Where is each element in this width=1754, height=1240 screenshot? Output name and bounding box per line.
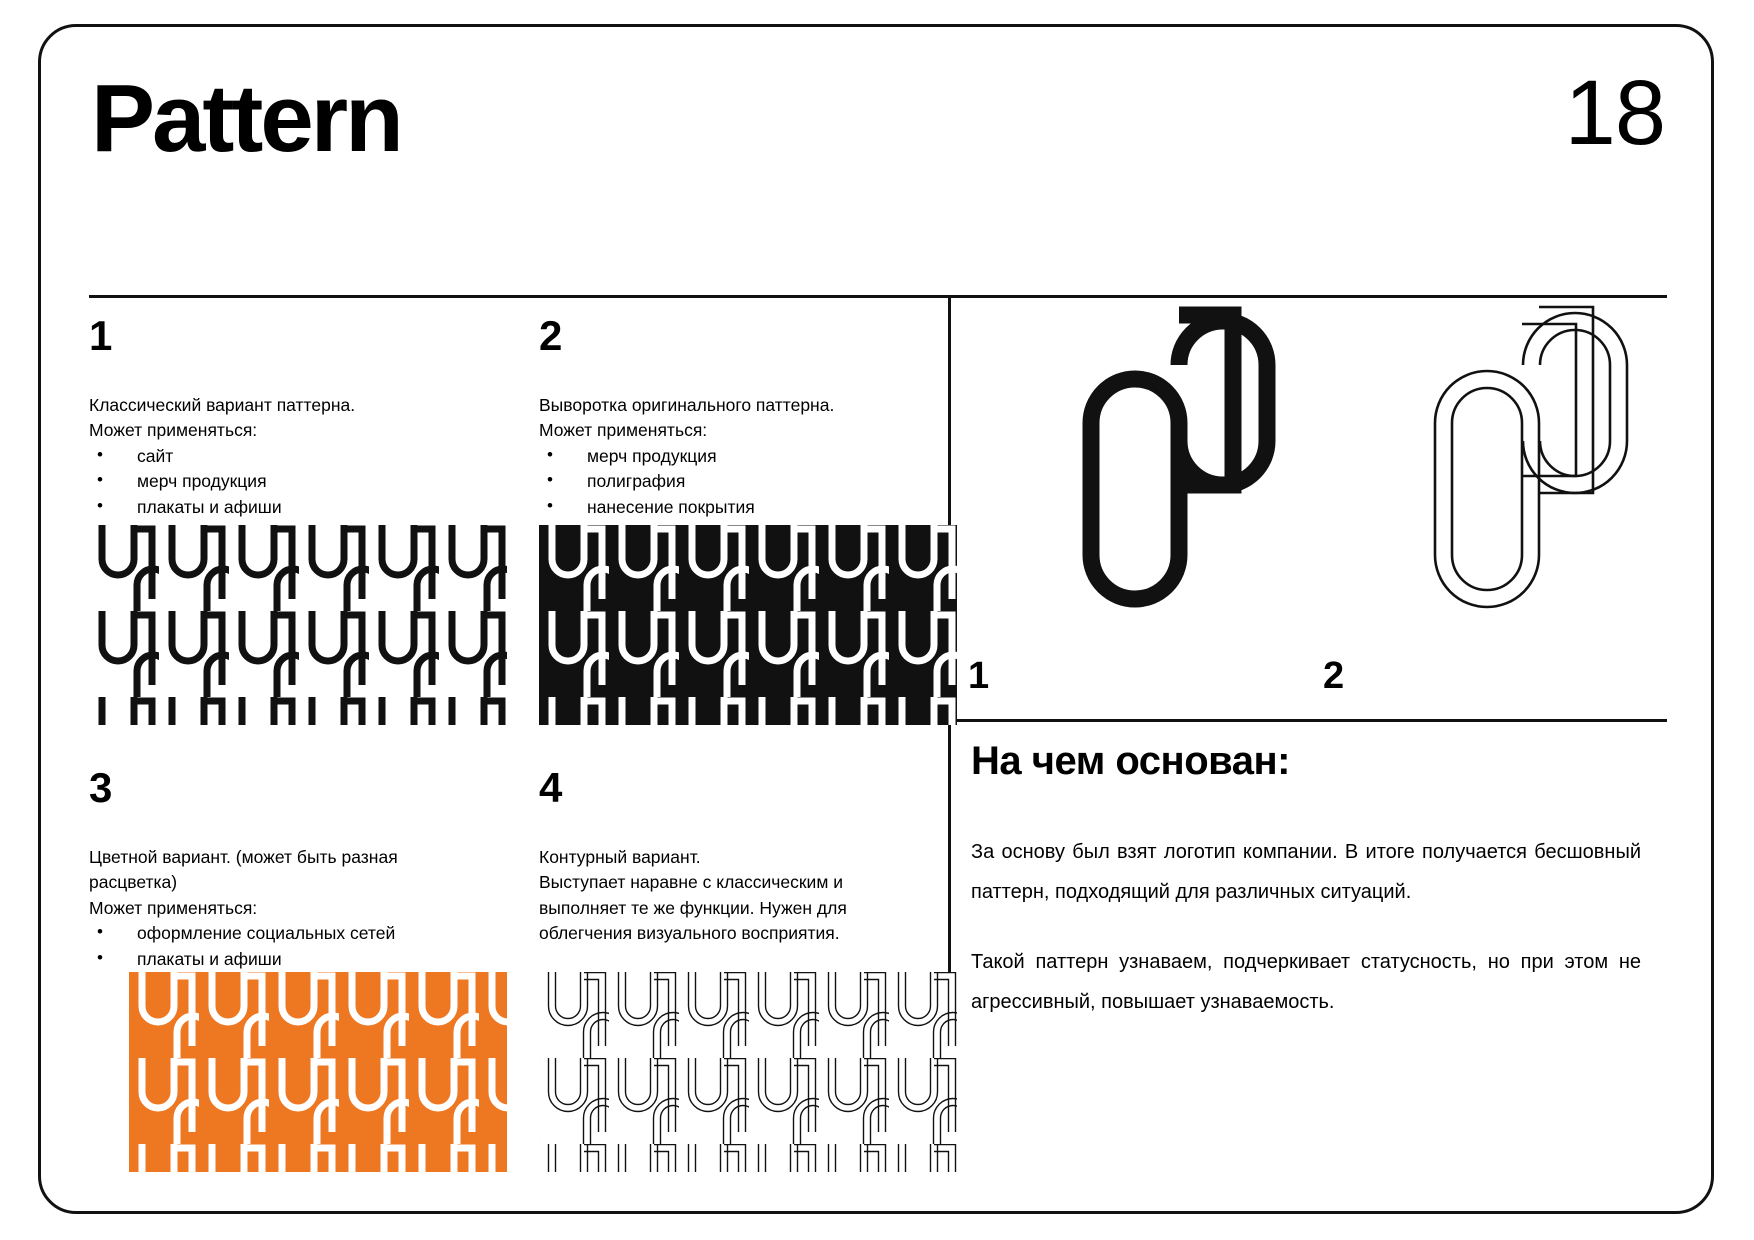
basis-body: За основу был взят логотип компании. В и… xyxy=(971,832,1641,1052)
logo-solid-and-outline xyxy=(1082,305,1629,609)
pattern-swatch-outline xyxy=(539,972,957,1172)
pattern-swatch-inverted xyxy=(539,525,957,725)
block-description-line1: Выворотка оригинального паттерна. xyxy=(539,395,835,415)
list-item: нанесение покрытия xyxy=(539,493,939,520)
divider-top-right xyxy=(949,295,1667,298)
pattern-block-2: 2 Выворотка оригинального паттерна. Може… xyxy=(539,315,939,520)
list-item: мерч продукция xyxy=(539,443,939,469)
pattern-swatch-color xyxy=(129,972,507,1172)
page-title: Pattern xyxy=(91,65,404,172)
block-number: 2 xyxy=(539,312,563,359)
block-description-line2: Может применяться: xyxy=(539,420,708,441)
block-number: 3 xyxy=(89,764,113,811)
pattern-swatch-classic xyxy=(89,525,507,725)
block-description-line1: Цветной вариант. (может быть разная расц… xyxy=(89,847,398,893)
block-number: 4 xyxy=(539,764,563,811)
list-item: полиграфия xyxy=(539,468,939,494)
block-usage-list: оформление социальных сетей плакаты и аф… xyxy=(89,920,489,972)
block-description-line2: Может применяться: xyxy=(89,897,258,918)
block-usage-list: мерч продукция полиграфия нанесение покр… xyxy=(539,443,939,520)
block-usage-list: сайт мерч продукция плакаты и афиши xyxy=(89,443,489,520)
divider-mid-right xyxy=(949,719,1667,722)
pattern-block-4: 4 Контурный вариант. Выступает наравне с… xyxy=(539,767,929,947)
pattern-inverted-graphic xyxy=(539,525,957,725)
block-description-line1: Контурный вариант. xyxy=(539,847,701,867)
pattern-block-1: 1 Классический вариант паттерна. Может п… xyxy=(89,315,489,520)
slide-page: Pattern 18 1 Классический вариант паттер… xyxy=(38,24,1714,1214)
block-description-line2: Выступает наравне с классическим и выпол… xyxy=(539,872,847,944)
pattern-color-graphic xyxy=(129,972,507,1172)
logo-label-2: 2 xyxy=(1323,655,1345,697)
block-description-line2: Может применяться: xyxy=(89,420,258,441)
list-item: плакаты и афиши xyxy=(89,945,489,972)
logo-basis-area: 1 2 xyxy=(968,305,1661,705)
list-item: оформление социальных сетей xyxy=(89,920,489,946)
pattern-outline-graphic xyxy=(539,972,957,1172)
list-item: плакаты и афиши xyxy=(89,493,489,520)
pattern-classic-graphic xyxy=(89,525,507,725)
block-description-line1: Классический вариант паттерна. xyxy=(89,395,356,415)
pattern-block-3: 3 Цветной вариант. (может быть разная ра… xyxy=(89,767,489,972)
basis-paragraph-1: За основу был взят логотип компании. В и… xyxy=(971,841,1641,903)
basis-paragraph-2: Такой паттерн узнаваем, подчеркивает ста… xyxy=(971,951,1641,1013)
logo-label-1: 1 xyxy=(968,655,990,697)
basis-heading: На чем основан: xyxy=(971,739,1290,783)
divider-top-left xyxy=(89,295,949,298)
list-item: сайт xyxy=(89,443,489,469)
page-number: 18 xyxy=(1564,62,1666,164)
list-item: мерч продукция xyxy=(89,468,489,494)
block-number: 1 xyxy=(89,312,113,359)
